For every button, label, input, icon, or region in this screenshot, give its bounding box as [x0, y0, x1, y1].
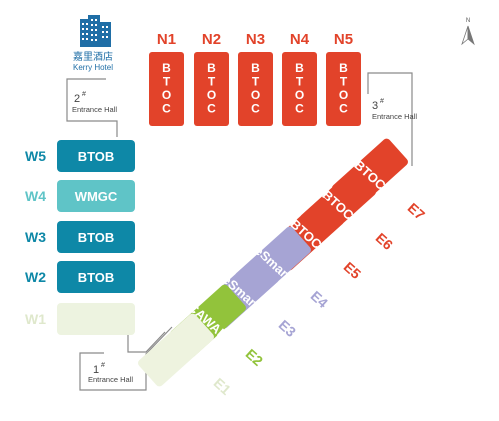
entrance-number: 2 — [74, 93, 80, 105]
hall-id-label: E2 — [243, 346, 267, 369]
hall-block — [149, 52, 184, 126]
compass-label: N — [466, 18, 470, 24]
hall-id-label: E3 — [276, 317, 300, 340]
hall-block — [57, 261, 135, 293]
hall-block — [57, 140, 135, 172]
hall-id-label: E4 — [308, 288, 332, 311]
hall-w5[interactable]: W5 BTOB — [25, 140, 135, 172]
hall-id-label: N4 — [290, 31, 310, 48]
hall-block — [282, 52, 317, 126]
hall-w2[interactable]: W2 BTOB — [25, 261, 135, 293]
hall-id-label: W2 — [25, 269, 46, 285]
hotel-name-cn: 嘉里酒店 — [73, 50, 113, 63]
hall-exhibit-label: BTOB — [78, 149, 115, 164]
hall-id-label: E1 — [211, 375, 235, 398]
hall-id-label: N1 — [157, 31, 176, 48]
entrance-number: 3 — [372, 100, 378, 112]
hall-id-label: N3 — [246, 31, 265, 48]
hall-id-label: W1 — [25, 311, 46, 327]
hall-exhibit-label: BTOB — [78, 270, 115, 285]
entrance-sup: # — [82, 91, 86, 98]
entrance-sup: # — [101, 362, 105, 369]
hall-block — [194, 52, 229, 126]
hall-block — [57, 303, 135, 335]
hall-id-label: N5 — [334, 31, 353, 48]
hall-block — [238, 52, 273, 126]
hall-w3[interactable]: W3 BTOB — [25, 221, 135, 253]
entrance-label: Entrance Hall — [88, 375, 133, 384]
hall-block — [57, 221, 135, 253]
entrance-sup: # — [380, 98, 384, 105]
hall-id-label: W5 — [25, 148, 46, 164]
north-arrow-icon: N — [461, 18, 475, 46]
hall-id-label: E6 — [373, 230, 397, 253]
entrance-1: 1 # Entrance Hall — [88, 362, 133, 384]
hall-w4[interactable]: W4 WMGC — [25, 180, 135, 212]
hall-exhibit-label: WMGC — [75, 189, 118, 204]
hall-block — [326, 52, 361, 126]
hall-w1[interactable]: W1 — [25, 303, 135, 335]
east-halls: BTOCE7BTOCE6BTOCE5eSmartE4eSmartE3CAWAEE… — [138, 138, 429, 398]
hall-block — [57, 180, 135, 212]
hotel-building-icon — [80, 15, 111, 47]
hall-id-label: W3 — [25, 229, 46, 245]
entrance-label: Entrance Hall — [72, 105, 117, 114]
hall-id-label: E5 — [341, 259, 365, 282]
hall-block — [138, 313, 214, 387]
hall-exhibit-label: BTOB — [78, 230, 115, 245]
entrance-3: 3 # Entrance Hall — [372, 98, 417, 121]
hall-id-label: E7 — [405, 200, 429, 223]
entrance-number: 1 — [93, 364, 99, 376]
hotel-name-en: Kerry Hotel — [73, 63, 113, 72]
entrance-label: Entrance Hall — [372, 112, 417, 121]
hall-id-label: W4 — [25, 188, 46, 204]
entrance-2: 2 # Entrance Hall — [72, 91, 117, 114]
hall-id-label: N2 — [202, 31, 221, 48]
